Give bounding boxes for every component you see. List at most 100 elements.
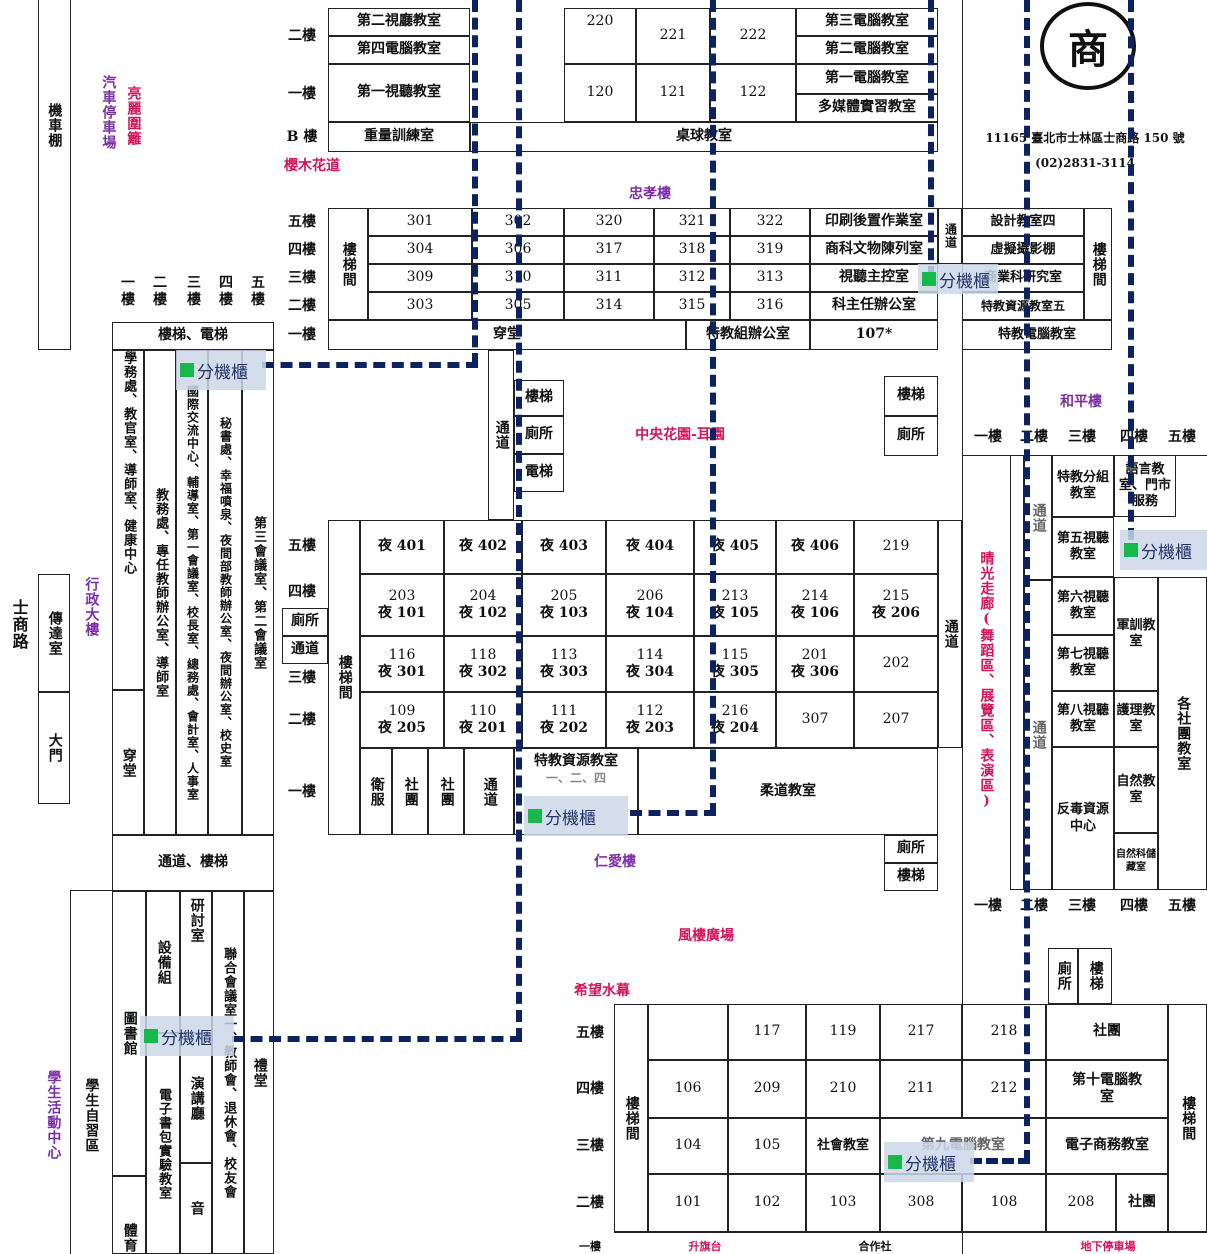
bt-social-room: 社會教室 bbox=[806, 1118, 880, 1174]
central-garden-label: 中央花園-耳園 bbox=[635, 426, 725, 443]
renai-building-title: 仁愛樓 bbox=[594, 853, 636, 870]
room-120: 120 bbox=[564, 64, 636, 122]
zx-sped-resource-5: 特教資源教室五 bbox=[962, 292, 1084, 320]
hp-av-7: 第七視聽教室 bbox=[1052, 635, 1114, 691]
wind-plaza-label: 風樓廣場 bbox=[678, 927, 734, 944]
bt-106: 106 bbox=[648, 1060, 728, 1118]
bt-floor-3: 三樓 bbox=[576, 1137, 604, 1154]
renai-n405: 夜 405 bbox=[694, 520, 776, 574]
student-activity-center: 學生活動中心 bbox=[45, 1070, 62, 1160]
moto-shed-left bbox=[38, 0, 39, 350]
zx-stairwell: 樓梯間 bbox=[328, 208, 368, 320]
zx-right-passage: 通道 bbox=[938, 208, 962, 264]
zx-318: 318 bbox=[654, 236, 730, 264]
renai-n402: 夜 402 bbox=[444, 520, 522, 574]
meeting-col: 聯合會議室一、教師會、退休會、校友會 bbox=[212, 891, 244, 1254]
zx-passage: 穿堂 bbox=[328, 320, 686, 350]
zx-right-stairwell: 樓梯間 bbox=[1084, 208, 1112, 320]
bt-308: 308 bbox=[880, 1174, 962, 1232]
renai-right-stairs: 樓梯 bbox=[884, 863, 938, 891]
room-2nd-av: 第二視廳教室 bbox=[328, 8, 470, 36]
hp-floor-3: 三樓 bbox=[1068, 428, 1096, 445]
hp-club-rooms: 各社團教室 bbox=[1158, 577, 1207, 890]
zx-320: 320 bbox=[564, 208, 654, 236]
renai-202: 202 bbox=[854, 636, 938, 692]
bt-104: 104 bbox=[648, 1118, 728, 1174]
ebook-col: 電子書包實驗教室 bbox=[146, 1033, 180, 1254]
renai-judo-room: 柔道教室 bbox=[638, 748, 938, 835]
zx-sped-computer: 特教電腦教室 bbox=[962, 320, 1112, 350]
zx-floor-2: 二樓 bbox=[288, 297, 316, 314]
bt-117: 117 bbox=[728, 1004, 806, 1060]
bt-wc: 廁所 bbox=[1048, 948, 1078, 1004]
zx-309: 309 bbox=[368, 264, 472, 292]
hp-floor-1: 一樓 bbox=[974, 428, 1002, 445]
room-221: 221 bbox=[636, 8, 710, 64]
hedge-label: 亮麗圍籬 bbox=[125, 86, 142, 146]
center-passage: 通道 bbox=[488, 350, 514, 520]
bt-102: 102 bbox=[728, 1174, 806, 1232]
hp-sped-group: 特教分組教室 bbox=[1052, 455, 1114, 517]
admin-col-1: 學務處、教官室、導師室、健康中心 bbox=[112, 350, 144, 690]
admin-col-3: 國際交流中心、輔導室、第一會議室、校長室、總務處、會計室、人事室 bbox=[176, 350, 208, 835]
hp-bottom-floor-5: 五樓 bbox=[1168, 897, 1196, 914]
top-floor-2: 二樓 bbox=[288, 27, 316, 44]
sunny-corridor: 晴光走廊(舞蹈區、展覽區、表演區) bbox=[978, 550, 995, 810]
cabinet-admin: 分機櫃 bbox=[176, 350, 266, 390]
renai-club-1: 社團 bbox=[392, 748, 428, 835]
hp-nursing: 護理教室 bbox=[1114, 691, 1158, 747]
net-line-b bbox=[262, 362, 478, 368]
zx-design-room-4: 設計教室四 bbox=[962, 208, 1084, 236]
cabinet-zhongxiao: 分機櫃 bbox=[918, 264, 998, 294]
bt-floor-1: 一樓 bbox=[579, 1240, 601, 1253]
net-line-h bbox=[1024, 0, 1030, 1162]
car-parking-label: 汽車停車場 bbox=[100, 74, 117, 150]
zx-floor-1: 一樓 bbox=[288, 326, 316, 343]
moto-shed-label: 機車棚 bbox=[46, 102, 63, 148]
sakura-path-label: 櫻木花道 bbox=[284, 157, 340, 174]
bt-212: 212 bbox=[962, 1060, 1046, 1118]
cabinet-bottom: 分機櫃 bbox=[884, 1142, 974, 1182]
room-1st-av: 第一視聽教室 bbox=[328, 64, 470, 122]
net-line-e bbox=[710, 0, 716, 815]
bt-bottom-line bbox=[614, 1232, 1207, 1233]
hp-science-storage: 自然科儲藏室 bbox=[1114, 833, 1158, 890]
heping-building-title: 和平樓 bbox=[1060, 393, 1102, 410]
moto-shed-right bbox=[70, 0, 71, 350]
hp-av-5: 第五視聽教室 bbox=[1052, 517, 1114, 577]
bt-right-stairwell: 樓梯間 bbox=[1168, 1004, 1207, 1232]
admin-passage-stairs: 通道、樓梯 bbox=[112, 835, 274, 891]
net-line-j bbox=[1128, 0, 1134, 540]
hp-floor-4: 四樓 bbox=[1120, 428, 1148, 445]
top-floor-b: B 樓 bbox=[286, 128, 318, 145]
activity-top-line bbox=[70, 890, 114, 891]
renai-n403: 夜 403 bbox=[522, 520, 606, 574]
center-wc: 廁所 bbox=[514, 416, 564, 454]
activity-left-line bbox=[70, 890, 71, 1254]
hp-av-8: 第八視聽教室 bbox=[1052, 691, 1114, 747]
renai-f1-passage: 通道 bbox=[464, 748, 514, 835]
bt-stairwell: 樓梯間 bbox=[614, 1004, 648, 1232]
bt-108: 108 bbox=[962, 1174, 1046, 1232]
zx-317: 317 bbox=[564, 236, 654, 264]
music-col: 音 bbox=[180, 1163, 212, 1254]
admin-col-5: 第三會議室、第二會議室 bbox=[242, 350, 274, 835]
admin-col-2: 教務處、專任教師辦公室、導師室 bbox=[144, 350, 176, 835]
auditorium-col: 禮堂 bbox=[244, 891, 274, 1254]
room-4th-computer: 第四電腦教室 bbox=[328, 36, 470, 64]
moto-shed-bottom bbox=[38, 349, 71, 350]
hp-floor-5: 五樓 bbox=[1168, 428, 1196, 445]
room-table-tennis: 桌球教室 bbox=[470, 122, 938, 152]
bt-computer-10: 第十電腦教室 bbox=[1046, 1060, 1168, 1118]
